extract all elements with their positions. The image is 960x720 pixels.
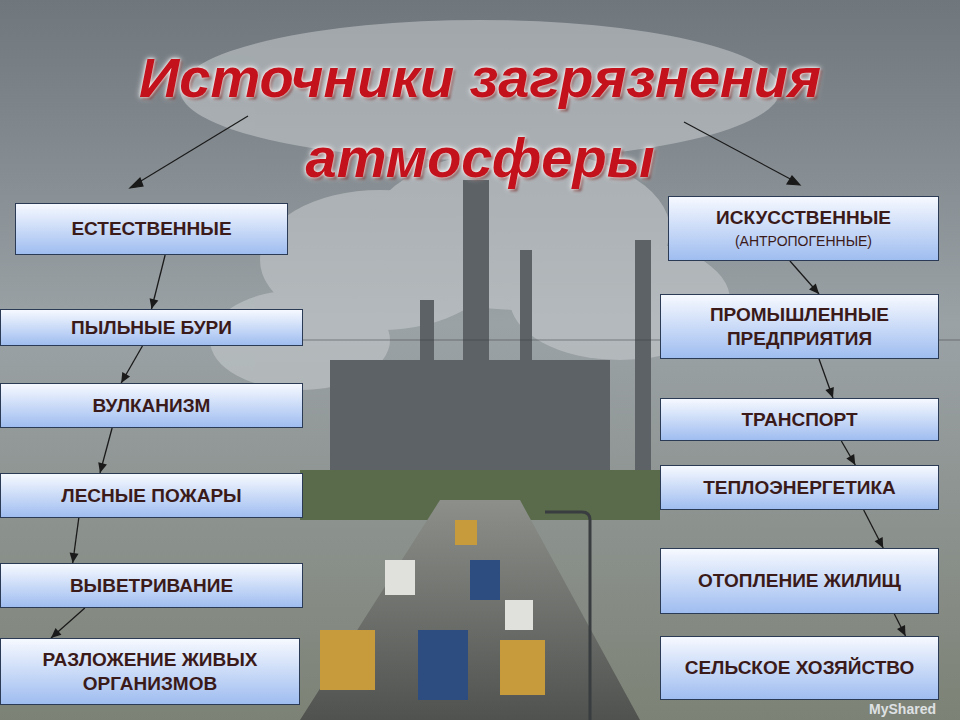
source-box: РАЗЛОЖЕНИЕ ЖИВЫХ ОРГАНИЗМОВ xyxy=(0,638,300,705)
box-label: ТЕПЛОЭНЕРГЕТИКА xyxy=(703,476,896,500)
source-box: ТРАНСПОРТ xyxy=(660,398,939,441)
flow-arrow xyxy=(894,614,905,636)
flow-arrow xyxy=(51,608,85,638)
source-box: ВУЛКАНИЗМ xyxy=(0,383,303,428)
box-label: ИСКУССТВЕННЫЕ xyxy=(716,206,891,230)
source-box: ПРОМЫШЛЕННЫЕ ПРЕДПРИЯТИЯ xyxy=(660,294,939,359)
box-label: ОТОПЛЕНИЕ ЖИЛИЩ xyxy=(698,569,901,593)
source-box: ПЫЛЬНЫЕ БУРИ xyxy=(0,309,303,346)
flow-arrow xyxy=(841,441,855,465)
source-box: ЛЕСНЫЕ ПОЖАРЫ xyxy=(0,473,303,518)
box-label: ЛЕСНЫЕ ПОЖАРЫ xyxy=(61,484,241,508)
flow-arrow xyxy=(121,346,142,383)
watermark: MyShared xyxy=(869,701,936,717)
source-box: ОТОПЛЕНИЕ ЖИЛИЩ xyxy=(660,548,939,614)
source-box: ИСКУССТВЕННЫЕ (АНТРОПОГЕННЫЕ) xyxy=(668,196,939,261)
flow-arrow xyxy=(819,359,834,398)
source-box: ТЕПЛОЭНЕРГЕТИКА xyxy=(660,465,939,510)
flow-arrow xyxy=(790,261,819,294)
source-box: ВЫВЕТРИВАНИЕ xyxy=(0,563,303,608)
box-label: ПЫЛЬНЫЕ БУРИ xyxy=(71,316,232,340)
box-label: ЕСТЕСТВЕННЫЕ xyxy=(71,217,231,241)
box-label: ВУЛКАНИЗМ xyxy=(93,394,211,418)
box-label: ПРОМЫШЛЕННЫЕ ПРЕДПРИЯТИЯ xyxy=(669,303,930,351)
source-box: ЕСТЕСТВЕННЫЕ xyxy=(15,203,288,255)
title: Источники загрязнения атмосферы xyxy=(60,38,900,198)
flow-arrow xyxy=(150,255,166,309)
source-box: СЕЛЬСКОЕ ХОЗЯЙСТВО xyxy=(660,636,939,700)
box-label: РАЗЛОЖЕНИЕ ЖИВЫХ ОРГАНИЗМОВ xyxy=(9,648,291,696)
flow-arrow xyxy=(864,510,884,548)
box-subtitle: (АНТРОПОГЕННЫЕ) xyxy=(735,233,872,251)
flow-arrow xyxy=(70,518,79,563)
box-label: ТРАНСПОРТ xyxy=(741,408,857,432)
box-label: СЕЛЬСКОЕ ХОЗЯЙСТВО xyxy=(685,656,915,680)
box-label: ВЫВЕТРИВАНИЕ xyxy=(70,574,233,598)
flow-arrow xyxy=(98,428,112,473)
